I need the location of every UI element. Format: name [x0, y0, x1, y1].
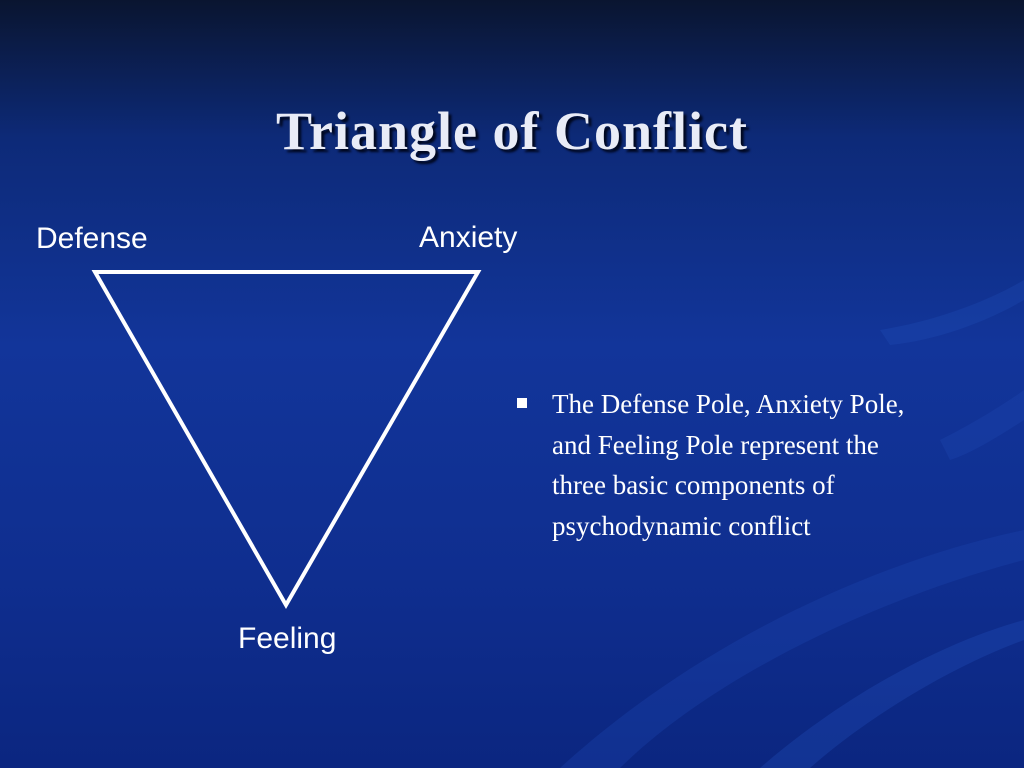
anxiety-pole-label: Anxiety	[419, 221, 518, 254]
square-bullet-icon	[517, 398, 527, 408]
defense-pole-label: Defense	[36, 222, 148, 255]
slide-title: Triangle of Conflict	[276, 101, 748, 161]
bullet-item-text: The Defense Pole, Anxiety Pole, and Feel…	[552, 389, 905, 541]
feeling-pole-label: Feeling	[238, 622, 337, 655]
triangle-outline	[91, 270, 482, 610]
